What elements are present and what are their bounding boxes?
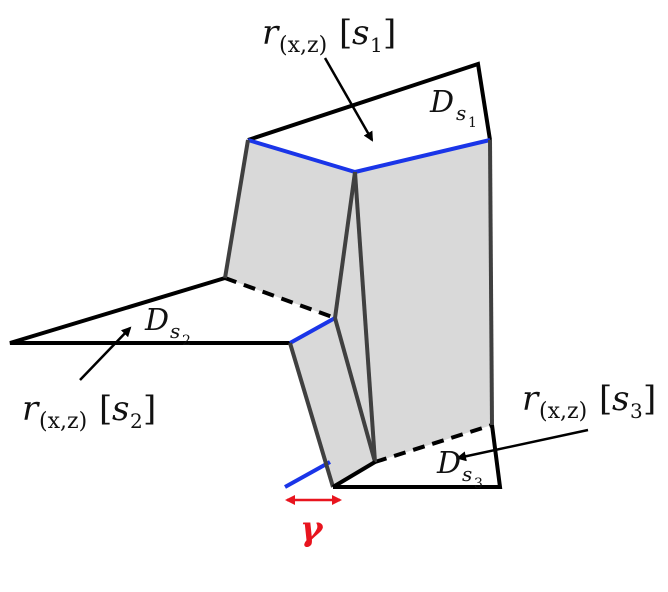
blue-edge-middle xyxy=(289,316,336,345)
svg-text:r: r xyxy=(522,379,540,419)
surface-lower xyxy=(290,318,375,487)
crease-lower-b xyxy=(288,342,335,488)
svg-text:[: [ xyxy=(99,389,112,429)
label-d-s1: D s 1 xyxy=(429,85,477,131)
arrow-r-s3 xyxy=(456,428,589,462)
svg-text:D: D xyxy=(436,446,461,481)
crease-left-vertical xyxy=(223,139,250,279)
svg-text:(x,z): (x,z) xyxy=(539,399,587,424)
plane-ds2-outline xyxy=(9,276,290,345)
svg-text:]: ] xyxy=(143,389,156,429)
label-r-s1: r (x,z) [ s 1 ] xyxy=(262,13,396,58)
svg-text:r: r xyxy=(22,389,40,429)
svg-text:D: D xyxy=(144,303,169,338)
crease-lower-a xyxy=(333,317,377,463)
svg-text:(x,z): (x,z) xyxy=(279,33,327,58)
plane-ds3-outline xyxy=(333,424,503,489)
blue-edge-top-left xyxy=(247,138,356,174)
plane-ds1-outline xyxy=(247,61,492,142)
svg-text:1: 1 xyxy=(370,33,383,57)
crease-center-a xyxy=(333,171,357,319)
svg-text:r: r xyxy=(262,13,280,53)
arrow-r-s1 xyxy=(323,57,374,142)
label-d-s3: D s 3 xyxy=(436,446,483,492)
svg-text:2: 2 xyxy=(182,333,191,349)
gamma-label: γ xyxy=(300,509,324,549)
svg-text:2: 2 xyxy=(130,409,143,433)
arrow-r-s2 xyxy=(79,326,132,381)
dashed-edge-bottom xyxy=(374,423,493,464)
svg-text:(x,z): (x,z) xyxy=(39,409,87,434)
bottom-edge-short xyxy=(331,460,377,489)
blue-edge-top-right xyxy=(354,138,491,174)
crease-center-b xyxy=(353,171,377,463)
svg-text:3: 3 xyxy=(630,399,643,423)
svg-text:s: s xyxy=(352,13,369,53)
svg-text:s: s xyxy=(612,379,629,419)
surface-right xyxy=(355,140,492,462)
surface-left xyxy=(225,140,355,318)
svg-text:s: s xyxy=(112,389,129,429)
svg-text:[: [ xyxy=(599,379,612,419)
svg-text:[: [ xyxy=(339,13,352,53)
svg-text:s: s xyxy=(170,319,180,343)
blue-edge-bottom xyxy=(284,460,331,489)
svg-text:s: s xyxy=(462,462,472,486)
label-r-s3: r (x,z) [ s 3 ] xyxy=(522,379,656,424)
label-r-s2: r (x,z) [ s 2 ] xyxy=(22,389,156,434)
svg-text:s: s xyxy=(456,101,466,125)
svg-text:]: ] xyxy=(383,13,396,53)
crease-right-vertical xyxy=(488,139,494,426)
svg-text:1: 1 xyxy=(468,115,477,131)
surface-center xyxy=(335,172,375,462)
label-d-s2: D s 2 xyxy=(144,303,191,349)
svg-text:3: 3 xyxy=(474,476,483,492)
svg-text:]: ] xyxy=(643,379,656,419)
svg-text:D: D xyxy=(429,85,454,120)
